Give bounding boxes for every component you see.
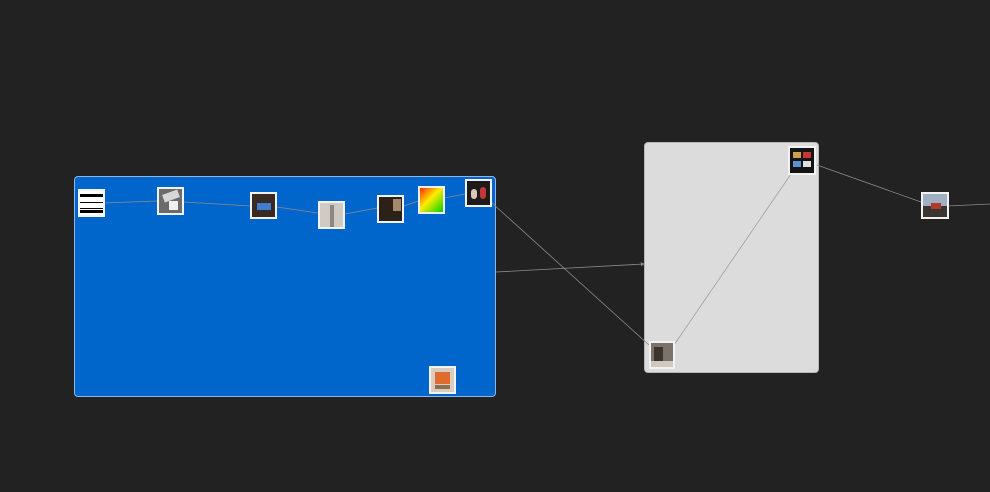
node-dark-collage-thumbnail[interactable] — [788, 146, 816, 175]
edge-n7-n9 — [491, 202, 650, 346]
node-landscape-photo-thumbnail[interactable] — [921, 192, 949, 219]
node-people-photo-thumbnail[interactable] — [465, 179, 492, 207]
node-color-gradient-thumbnail[interactable] — [418, 186, 445, 214]
node-group-gray[interactable] — [644, 142, 819, 373]
node-interior-photo-thumbnail[interactable] — [377, 195, 404, 223]
edge-n11-out — [947, 203, 990, 207]
node-bookshelf-photo-thumbnail[interactable] — [429, 366, 456, 394]
node-grayscale-photo-thumbnail[interactable] — [157, 187, 184, 215]
node-striped-pattern-thumbnail[interactable] — [78, 189, 105, 217]
edge-group-blue-to-group-gray — [495, 262, 645, 273]
node-dark-room-screen-thumbnail[interactable] — [250, 192, 277, 219]
node-street-photo-thumbnail[interactable] — [649, 341, 675, 369]
edge-n10-n11 — [816, 164, 922, 203]
node-hallway-photo-thumbnail[interactable] — [318, 201, 345, 229]
